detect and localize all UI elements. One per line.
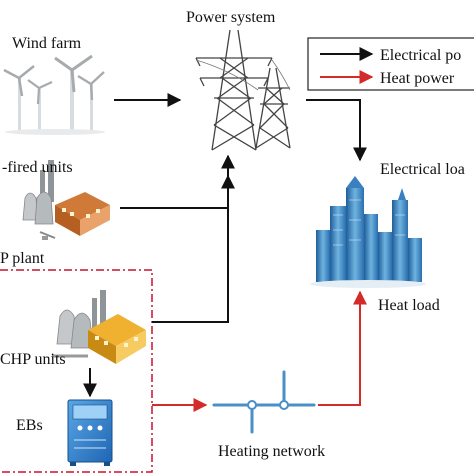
coal-units-label: -fired units [2, 159, 73, 176]
legend-electrical-label: Electrical po [380, 47, 461, 64]
wind-farm-label: Wind farm [12, 35, 82, 52]
legend: Electrical po Heat power [307, 37, 474, 91]
coal-plant-icon [22, 160, 110, 240]
coal-to-grid-arrow [120, 154, 235, 209]
chp-units-label: CHP units [0, 351, 66, 368]
electrical-load-label: Electrical loa [380, 161, 465, 178]
wind-farm-icon [3, 54, 105, 135]
chp-plant-boundary [0, 269, 153, 473]
chp-plant-label: P plant [0, 250, 45, 267]
legend-heat-label: Heat power [380, 70, 455, 87]
heating-network-icon [212, 370, 316, 434]
chp-units-icon [52, 290, 146, 364]
heating-network-label: Heating network [218, 443, 325, 460]
ebs-label: EBs [16, 417, 43, 434]
city-buildings-icon [310, 176, 426, 288]
network-to-heat-load-arrow [318, 290, 367, 406]
grid-to-load-arrow [306, 99, 367, 162]
transmission-tower-icon [195, 29, 291, 151]
electric-boiler-icon [67, 399, 113, 466]
power-system-label: Power system [186, 9, 276, 26]
electrical-flows [83, 93, 367, 398]
heat-load-label: Heat load [378, 297, 440, 314]
heat-flows [152, 290, 367, 412]
chp-to-grid-arrow [152, 174, 235, 323]
